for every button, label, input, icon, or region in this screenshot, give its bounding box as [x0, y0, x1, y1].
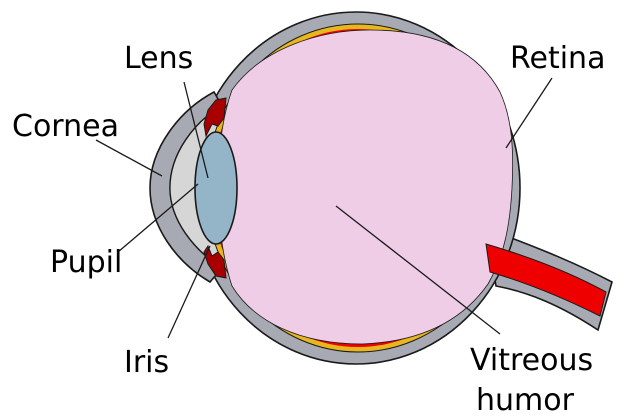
vitreous-label-line2: humor: [476, 383, 575, 418]
cornea-leader-line: [96, 140, 162, 176]
retina-leader-line: [506, 78, 552, 148]
vitreous-humor: [218, 30, 513, 344]
pupil-label: Pupil: [50, 245, 122, 280]
iris-label: Iris: [124, 345, 169, 380]
retina-label: Retina: [510, 41, 605, 76]
vitreous-label-line1: Vitreous: [470, 343, 593, 378]
lens-label: Lens: [124, 41, 193, 76]
cornea-label: Cornea: [12, 109, 119, 144]
